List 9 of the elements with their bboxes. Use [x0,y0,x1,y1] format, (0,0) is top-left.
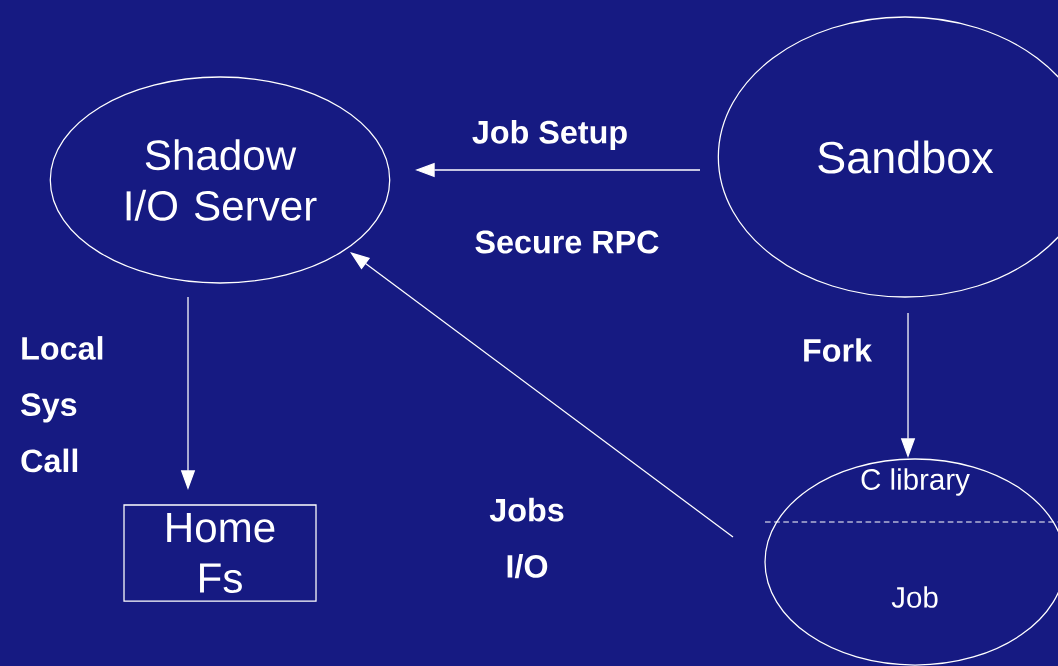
edge-label: Fork [804,338,873,362]
edge-label: Local Sys Call [21,336,103,473]
arrow [350,252,734,538]
text-label: Secure RPC [475,230,659,254]
edge-label: Jobs I/O [489,497,564,579]
circle-node: C library Job [764,458,1058,666]
circle-node: Shadow I/O Server [49,76,391,284]
edge-label: Job Setup [472,119,627,151]
process-box: Home Fs [123,504,317,602]
